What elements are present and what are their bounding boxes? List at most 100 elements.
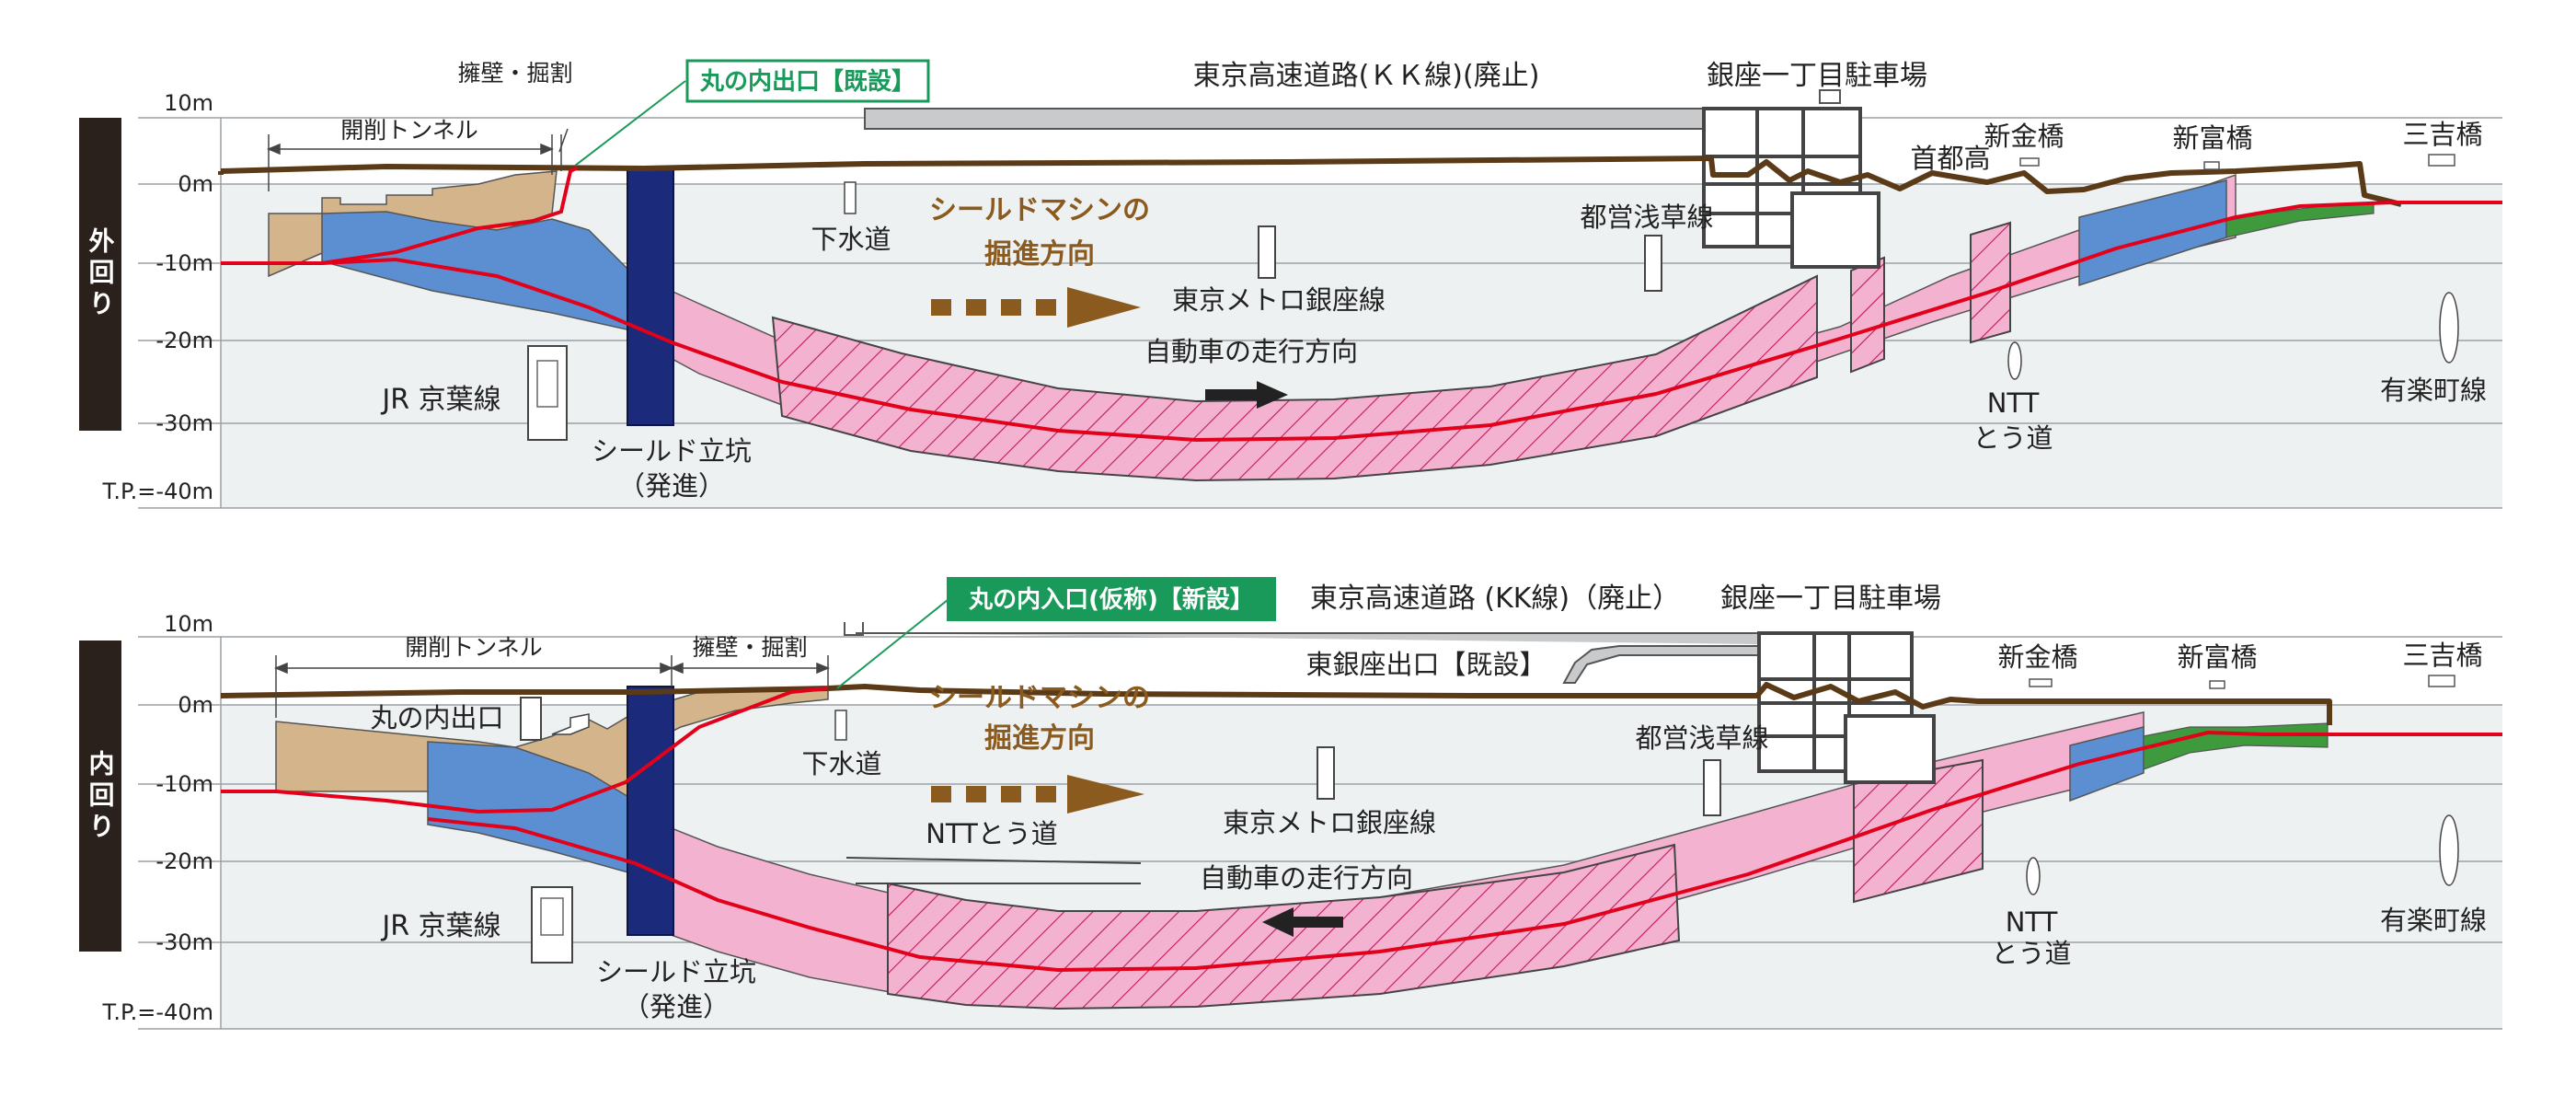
ntt-tunnel-label: NTTとう道 [926,818,1058,849]
shield-direction-label-2: 掘進方向 [984,238,1095,271]
depth-minus30m: -30m [155,410,213,436]
depth-minus40m: T.P.=-40m [102,999,214,1025]
shinkin-label: 新金橋 [1984,121,2064,152]
shintomi-bridge-icon [2209,680,2225,689]
shinkin-bridge-icon [2019,157,2040,167]
depth-minus10m: -10m [155,250,213,276]
depth-0m: 0m [178,692,213,718]
small-step-icon [551,713,590,735]
yurakucho-tube-icon [2439,292,2459,364]
cut-tunnel-label: 開削トンネル [405,634,543,661]
car-direction-arrow-left [1262,907,1343,937]
sewer-label: 下水道 [801,748,881,779]
shield-direction-arrow [931,775,1144,814]
depth-minus30m: -30m [155,929,213,955]
ntt-label-1: NTT [2006,906,2058,938]
depth-minus40m: T.P.=-40m [102,479,214,504]
sewer-pipe-icon [844,181,857,214]
parking-vent [1819,89,1841,104]
side-tab [79,118,121,431]
sankichi-bridge-icon [2428,675,2455,687]
yurakucho-label: 有楽町線 [2380,905,2487,936]
retaining-label: 擁壁・掘割 [457,60,572,87]
hatched-section-b [1970,221,2011,344]
ginza-line-label: 東京メトロ銀座線 [1172,284,1386,316]
ginza-line-label: 東京メトロ銀座線 [1223,807,1436,838]
callout-leader [836,595,953,689]
callout-text: 丸の内入口(仮称)【新設】 [968,585,1254,614]
side-label: 外回り [86,227,116,321]
hatched-section-main [771,274,1818,482]
jr-keiyo-label: JR 京葉線 [380,910,500,942]
shintomi-label: 新富橋 [2177,641,2257,673]
sewer-label: 下水道 [811,224,891,255]
car-direction-label: 自動車の走行方向 [1200,862,1413,894]
depth-minus20m: -20m [155,328,213,353]
shield-shaft [627,168,674,426]
yurakucho-label: 有楽町線 [2380,375,2487,406]
parking-structure [1702,107,1880,269]
shaft-label-1: シールド立坑 [596,956,756,987]
toei-line-tube-icon [1644,235,1662,292]
cut-tunnel-label: 開削トンネル [340,117,478,144]
side-label: 内回り [86,750,116,844]
shintomi-bridge-icon [2203,161,2220,170]
toei-label: 都営浅草線 [1635,722,1768,754]
shield-direction-label-1: シールドマシンの [929,682,1150,714]
hatched-section-a [1850,256,1885,374]
ntt-label-1: NTT [1987,387,2040,419]
jr-keiyo-tube-icon [531,886,573,964]
ground-surface-line [220,682,2332,725]
shinkin-bridge-icon [2029,678,2053,687]
ntt-conduit-icon [2026,857,2041,895]
depth-minus20m: -20m [155,848,213,874]
car-direction-arrow-right [1205,381,1288,409]
callout-leader [574,80,686,167]
shield-direction-arrow [931,287,1141,328]
ginza-line-tube-icon [1317,746,1335,800]
ramp-vent [844,622,864,636]
shaft-label-2: （発進） [618,470,725,502]
toei-line-tube-icon [1703,759,1721,816]
route-line-main [427,730,2502,973]
parking-label: 銀座一丁目駐車場 [1707,60,1927,92]
dimension-marks [274,655,830,718]
depth-10m: 10m [164,611,213,637]
shield-direction-label-2: 掘進方向 [984,722,1095,755]
marunouchi-exit-tube-icon [520,697,542,741]
marunouchi-exit-callout [685,59,930,103]
retaining-label: 擁壁・掘割 [692,634,807,661]
jr-keiyo-tube-icon [527,345,568,441]
ntt-tunnel-lines [845,857,1142,884]
route-line-ramp [221,687,829,814]
sewer-pipe-icon [834,710,847,741]
right-tunnel-blue [2069,726,2145,802]
parking-structure [1757,631,1936,784]
shield-direction-label-1: シールドマシンの [929,194,1150,226]
side-tab [79,641,121,952]
jr-keiyo-label: JR 京葉線 [380,384,500,416]
sankichi-label: 三吉橋 [2402,119,2482,150]
ntt-label-2: とう道 [1972,422,2053,454]
ntt-conduit-icon [2007,341,2022,380]
inner-panel: 内回り 10m 0m -10m -20m -30m T.P.=-40m [79,577,2502,1030]
toei-label: 都営浅草線 [1580,202,1713,233]
shinkin-label: 新金橋 [1997,641,2077,673]
car-direction-label: 自動車の走行方向 [1144,336,1358,367]
callout-text: 丸の内出口【既設】 [699,67,915,96]
shutoko-label: 首都高 [1910,143,1990,174]
hatched-section-b [1853,758,1984,904]
sankichi-bridge-icon [2428,154,2455,167]
marunouchi-exit-label: 丸の内出口 [370,702,503,733]
marunouchi-entrance-callout [947,577,1276,621]
shield-shaft [627,686,674,936]
sankichi-label: 三吉橋 [2402,640,2482,671]
parking-label: 銀座一丁目駐車場 [1720,583,1941,615]
depth-10m: 10m [164,90,213,116]
expressway-label: 東京高速道路(ＫＫ線)(廃止) [1193,60,1540,92]
higashi-ginza-exit-label: 東銀座出口【既設】 [1305,649,1546,680]
ground-surface-line [220,156,2402,207]
yurakucho-tube-icon [2439,814,2459,886]
depth-minus10m: -10m [155,771,213,797]
